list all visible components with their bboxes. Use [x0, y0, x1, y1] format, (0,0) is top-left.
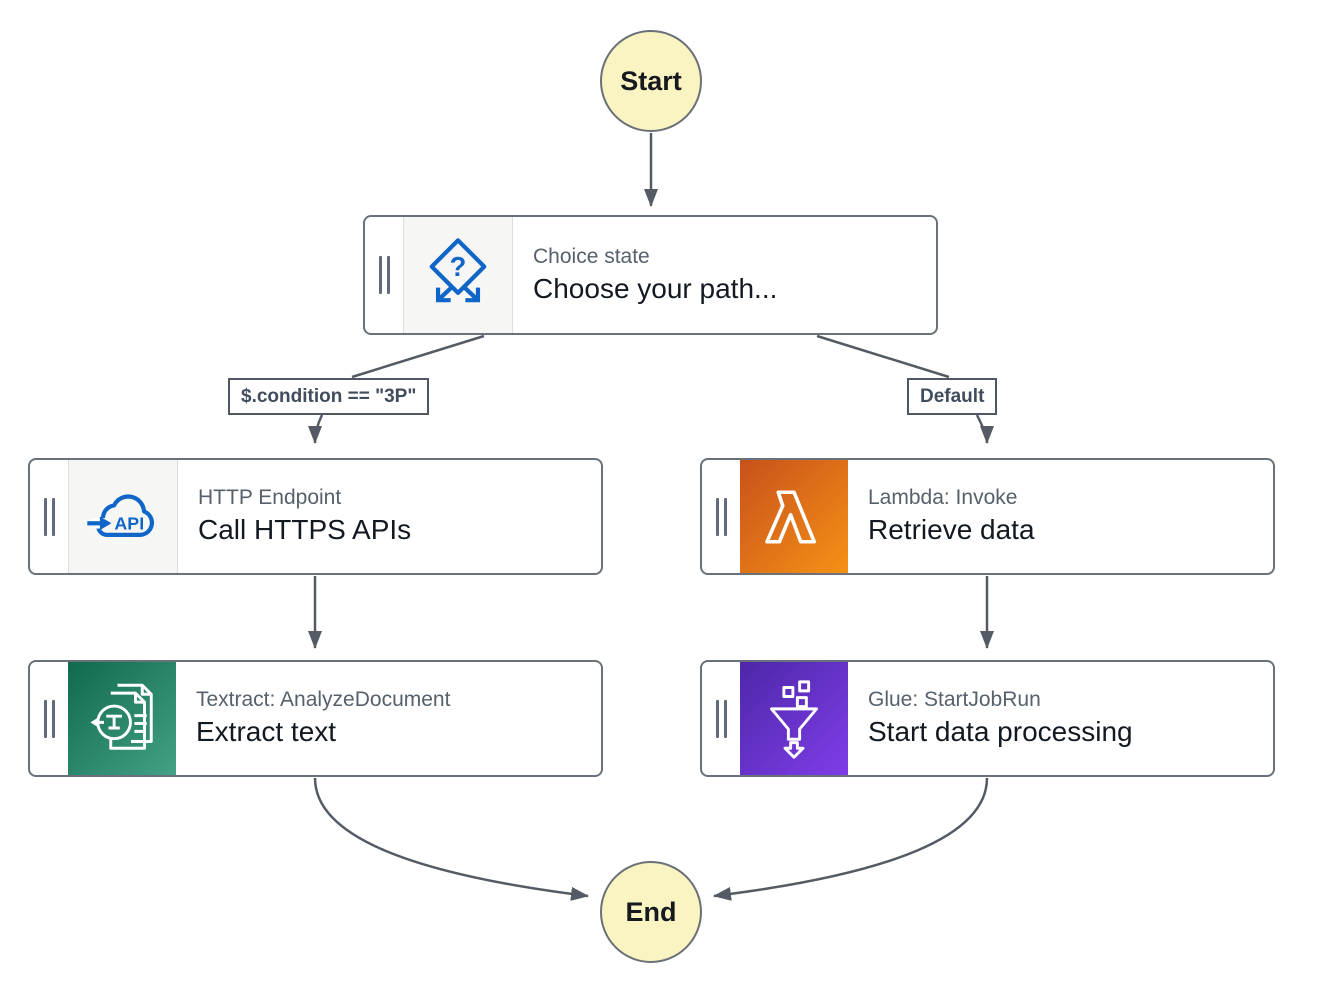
drag-handle-icon[interactable]: [30, 662, 68, 775]
state-name-label: Start data processing: [868, 716, 1133, 748]
state-name-label: Choose your path...: [533, 272, 778, 304]
glue-icon: [740, 662, 848, 775]
state-card-http-endpoint[interactable]: API HTTP Endpoint Call HTTPS APIs: [28, 458, 603, 575]
start-node: Start: [600, 30, 702, 132]
edge-glue-to-end: [713, 777, 989, 901]
edge-choice-to-condition-label: [351, 334, 485, 379]
edge-label-default[interactable]: Default: [907, 378, 998, 415]
state-name-label: Extract text: [196, 716, 337, 748]
state-card-lambda-invoke[interactable]: Lambda: Invoke Retrieve data: [700, 458, 1275, 575]
end-node: End: [600, 861, 702, 963]
edge-default-label-to-lambda: [975, 414, 994, 444]
state-name-label: Call HTTPS APIs: [198, 514, 412, 546]
state-card-textract-analyzedocument[interactable]: Textract: AnalyzeDocument Extract text: [28, 660, 603, 777]
drag-handle-icon[interactable]: [702, 460, 740, 573]
state-type-label: Textract: AnalyzeDocument: [196, 688, 451, 712]
end-label: End: [625, 896, 677, 927]
textract-icon: [68, 662, 176, 775]
state-type-label: Choice state: [533, 244, 650, 268]
drag-handle-icon[interactable]: [30, 460, 68, 573]
state-type-label: Glue: StartJobRun: [868, 688, 1041, 712]
start-label: Start: [620, 65, 682, 96]
state-card-choice[interactable]: ? Choice state Choose your path...: [363, 215, 938, 335]
state-type-label: HTTP Endpoint: [198, 486, 342, 510]
drag-handle-icon[interactable]: [365, 217, 403, 333]
edge-label-condition[interactable]: $.condition == "3P": [228, 378, 430, 415]
http-api-cloud-icon: API: [68, 460, 178, 573]
edge-condition-label-to-http: [308, 414, 324, 444]
state-name-label: Retrieve data: [868, 514, 1035, 546]
lambda-icon: [740, 460, 848, 573]
edge-choice-to-default-label: [816, 334, 950, 379]
choice-icon: ?: [403, 217, 513, 333]
svg-text:?: ?: [450, 251, 467, 282]
drag-handle-icon[interactable]: [702, 662, 740, 775]
svg-text:API: API: [114, 513, 144, 533]
edge-textract-to-end: [313, 777, 589, 901]
state-type-label: Lambda: Invoke: [868, 486, 1018, 510]
state-card-glue-startjobrun[interactable]: Glue: StartJobRun Start data processing: [700, 660, 1275, 777]
